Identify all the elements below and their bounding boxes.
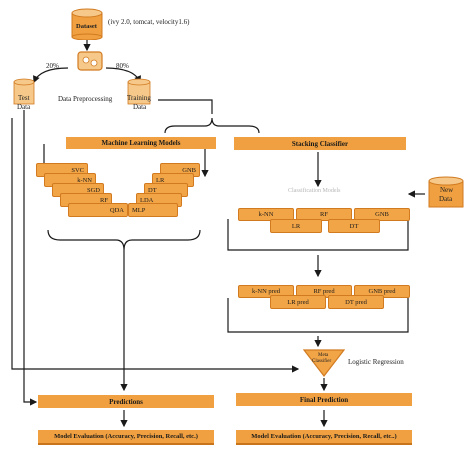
train-cylinder bbox=[127, 78, 151, 105]
train-label-2: Data bbox=[133, 103, 147, 111]
meta-label-2: Classifier bbox=[312, 359, 332, 364]
ml-models-header: Machine Learning Models bbox=[66, 137, 216, 149]
arrow-to-test bbox=[33, 67, 69, 84]
meta-triangle bbox=[302, 349, 346, 377]
final-prediction-bar: Final Prediction bbox=[236, 393, 412, 406]
base-model-rf: RF bbox=[296, 208, 352, 221]
line-train-right bbox=[158, 99, 213, 114]
dataset-projects: (ivy 2.0, tomcat, velocity1.6) bbox=[108, 18, 190, 26]
base-model-lr: LR bbox=[270, 219, 322, 233]
bracket-pred bbox=[227, 298, 409, 333]
preprocessing-label: Data Preprocessing bbox=[58, 95, 113, 103]
line-test-mid bbox=[11, 118, 300, 373]
new-data-label-2: Data bbox=[439, 195, 453, 203]
test-cylinder bbox=[13, 78, 35, 105]
pred-lr: LR pred bbox=[270, 295, 326, 309]
meta-name: Logistic Regression bbox=[348, 358, 404, 366]
meta-label-1: Meta bbox=[318, 353, 329, 358]
preprocessing-icon bbox=[77, 51, 103, 71]
train-percent: 80% bbox=[116, 62, 129, 70]
dataset-label: Dataset bbox=[76, 23, 97, 30]
pred-dt: DT pred bbox=[328, 295, 384, 309]
dataset-cylinder bbox=[71, 8, 103, 40]
line-test-down bbox=[23, 110, 38, 406]
train-label-1: Training bbox=[127, 94, 151, 102]
base-model-knn: k-NN bbox=[238, 208, 294, 221]
test-label-2: Data bbox=[17, 103, 31, 111]
pred-knn: k-NN pred bbox=[238, 285, 294, 298]
base-model-dt: DT bbox=[328, 219, 380, 233]
model-evaluation-left: Model Evaluation (Accuracy, Precision, R… bbox=[38, 430, 214, 445]
predictions-bar: Predictions bbox=[38, 395, 214, 408]
stacking-header: Stacking Classifier bbox=[234, 137, 406, 150]
test-label-1: Test bbox=[18, 94, 30, 102]
test-percent: 20% bbox=[46, 62, 59, 70]
base-model-gnb: GNB bbox=[354, 208, 410, 221]
brace-top bbox=[164, 117, 260, 134]
brace-ml bbox=[47, 229, 201, 251]
ml-model-mlp: MLP bbox=[128, 203, 178, 217]
bracket-base bbox=[227, 219, 409, 251]
model-evaluation-right: Model Evaluation (Accuracy, Precision, R… bbox=[236, 430, 412, 445]
classification-models-label: Classification Models bbox=[288, 188, 341, 194]
new-data-cylinder bbox=[428, 176, 464, 208]
ml-model-qda: QDA bbox=[68, 203, 128, 217]
new-data-label-1: New bbox=[440, 186, 454, 194]
